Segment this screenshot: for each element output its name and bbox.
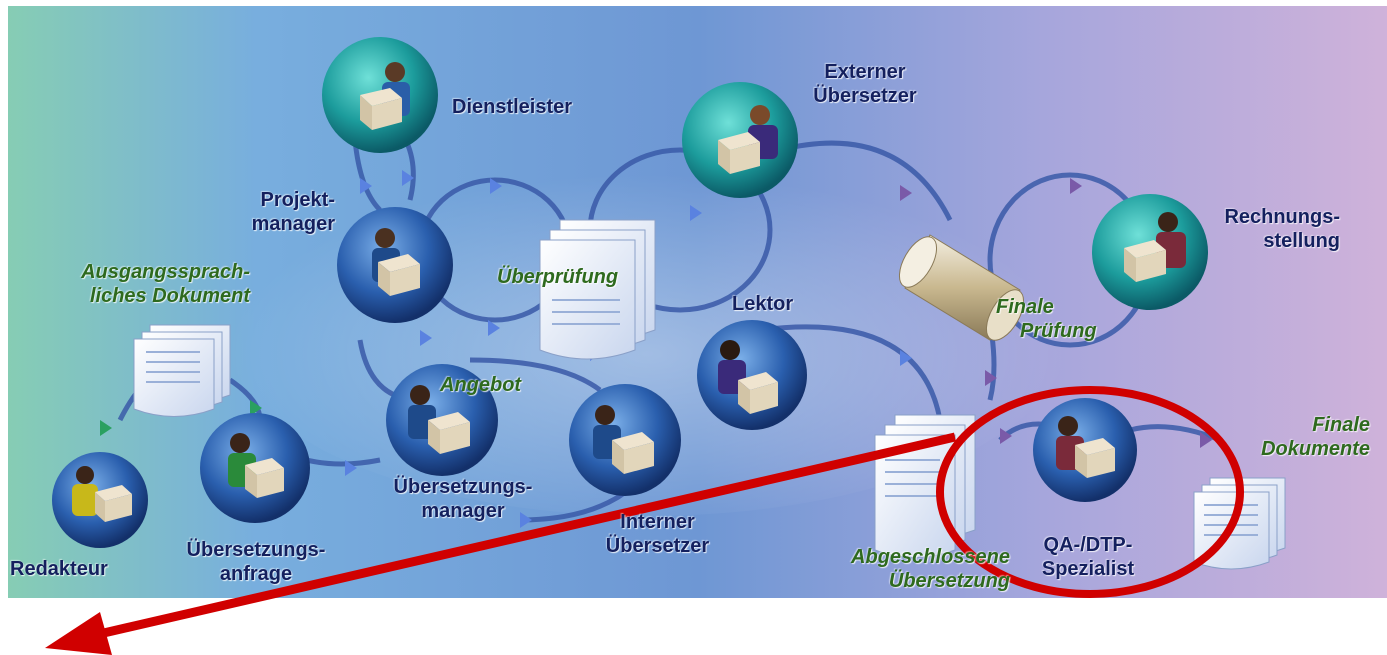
label-projekt-line2: manager — [251, 213, 335, 235]
node-rechnungsstellung — [1092, 194, 1208, 310]
label-qa-line2: Spezialist — [1041, 558, 1135, 580]
label-abgeschlossen-line1: Abgeschlossene — [851, 546, 1010, 568]
person-with-box-icon — [1124, 212, 1186, 282]
document-stack-ueberpruefung — [539, 219, 656, 360]
node-uebersetzungsmanager — [386, 364, 498, 476]
label-ausgang-line1: Ausgangssprach- — [81, 261, 250, 283]
person-with-box-icon — [360, 62, 410, 130]
label-lektor: Lektor — [732, 293, 794, 315]
node-qa — [1033, 398, 1137, 502]
node-externer — [682, 82, 798, 198]
person-with-box-icon — [408, 385, 470, 454]
label-finale-pruefung: Finale Prüfung — [996, 295, 1126, 343]
label-abgeschlossen: Abgeschlossene Übersetzung — [790, 545, 1010, 593]
label-interner-line1: Interner — [620, 511, 695, 533]
node-lektor — [697, 320, 807, 430]
label-externer-line2: Übersetzer — [813, 85, 917, 107]
label-finale-pruefung-line2: Prüfung — [1020, 320, 1097, 342]
person-with-box-icon — [372, 228, 420, 296]
person-with-box-icon — [72, 466, 132, 522]
node-redakteur — [52, 452, 148, 548]
label-rechnung-line1: Rechnungs- — [1224, 206, 1340, 228]
label-rechnung-line2: stellung — [1263, 230, 1340, 252]
label-finale-pruefung-line1: Finale — [996, 296, 1054, 318]
label-qa: QA-/DTP- Spezialist — [1018, 533, 1158, 581]
label-dienstleister: Dienstleister — [452, 96, 573, 118]
label-externer-line1: Externer — [824, 61, 906, 83]
label-projekt-line1: Projekt- — [260, 189, 335, 211]
label-abgeschlossen-line2: Übersetzung — [888, 570, 1010, 592]
person-with-box-icon — [718, 340, 778, 414]
label-projektmanager: Projekt- manager — [215, 188, 335, 236]
node-interner — [569, 384, 681, 496]
document-stack-ausgang — [133, 324, 231, 417]
label-finale-dokumente: Finale Dokumente — [1230, 413, 1370, 461]
document-stack-icon — [539, 219, 656, 360]
label-anfrage-line1: Übersetzungs- — [186, 539, 326, 561]
node-anfrage — [200, 413, 310, 523]
label-finale-dok-line2: Dokumente — [1261, 438, 1370, 460]
label-ueberpruefung: Überprüfung — [497, 266, 619, 288]
scroll-icon — [898, 234, 1025, 341]
label-interner-line2: Übersetzer — [605, 535, 710, 557]
label-qa-line1: QA-/DTP- — [1043, 534, 1133, 556]
label-rechnungsstellung: Rechnungs- stellung — [1200, 205, 1340, 253]
label-redakteur: Redakteur — [10, 558, 108, 580]
person-with-box-icon — [593, 405, 654, 474]
label-uebersetzungsmanager-line1: Übersetzungs- — [393, 476, 533, 498]
label-anfrage-line2: anfrage — [219, 563, 293, 585]
person-with-box-icon — [228, 433, 284, 498]
label-uebersetzungsmanager-line2: manager — [421, 500, 505, 522]
node-dienstleister — [322, 37, 438, 153]
red-arrow — [45, 432, 957, 655]
label-interner: Interner Übersetzer — [575, 510, 740, 558]
highlight-ellipse — [936, 386, 1244, 598]
person-with-box-icon — [718, 105, 778, 174]
label-ausgangsdokument: Ausgangssprach- liches Dokument — [10, 260, 250, 308]
label-externer: Externer Übersetzer — [800, 60, 930, 108]
document-stack-icon — [133, 324, 231, 417]
person-with-box-icon — [1056, 416, 1115, 478]
label-uebersetzungsmanager: Übersetzungs- manager — [368, 475, 558, 523]
label-finale-dok-line1: Finale — [1312, 414, 1370, 436]
label-ausgang-line2: liches Dokument — [89, 285, 250, 307]
node-projektmanager — [337, 207, 453, 323]
label-angebot: Angebot — [440, 374, 522, 396]
label-anfrage: Übersetzungs- anfrage — [166, 538, 346, 586]
